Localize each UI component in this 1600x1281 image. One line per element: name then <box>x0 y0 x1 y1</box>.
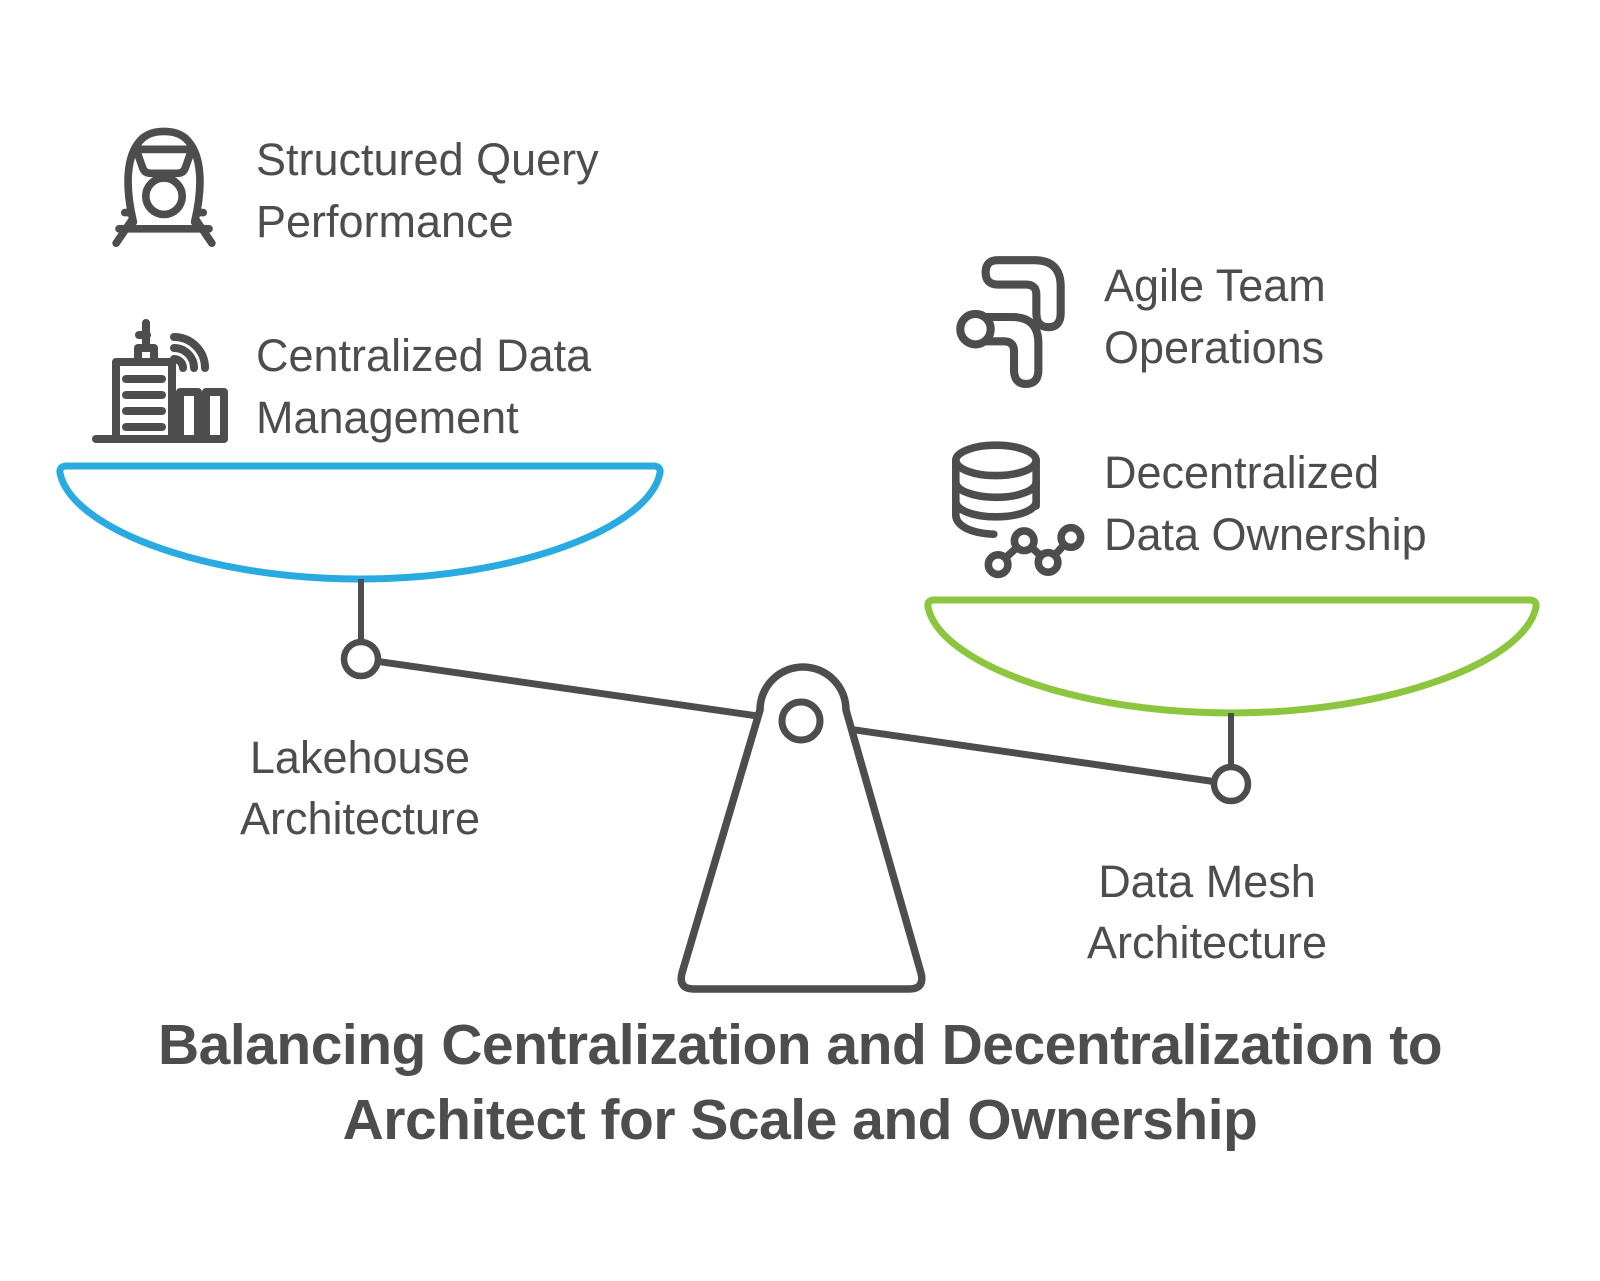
left-item-1-label: Structured Query Performance <box>256 134 599 247</box>
page-title: Balancing Centralization and Decentraliz… <box>157 1013 1443 1152</box>
left-item-2-label: Centralized Data Management <box>256 330 592 443</box>
right-pan-label: Data Mesh Architecture <box>1086 856 1328 968</box>
train-icon <box>97 110 231 250</box>
fulcrum-pedestal <box>677 663 926 993</box>
left-pivot-ring <box>340 638 382 680</box>
building-signal-icon <box>86 308 230 448</box>
left-pan-label: Lakehouse Architecture <box>239 732 481 844</box>
fulcrum-hole <box>778 698 824 744</box>
database-network-icon <box>933 430 1085 582</box>
right-pivot-ring <box>1210 763 1252 805</box>
left-pan-bowl <box>56 462 664 583</box>
workflow-elbow-icon <box>941 246 1083 388</box>
right-item-2-label: Decentralized Data Ownership <box>1104 447 1427 560</box>
right-pan-bowl <box>924 596 1540 717</box>
right-item-1-label: Agile Team Operations <box>1104 260 1326 373</box>
